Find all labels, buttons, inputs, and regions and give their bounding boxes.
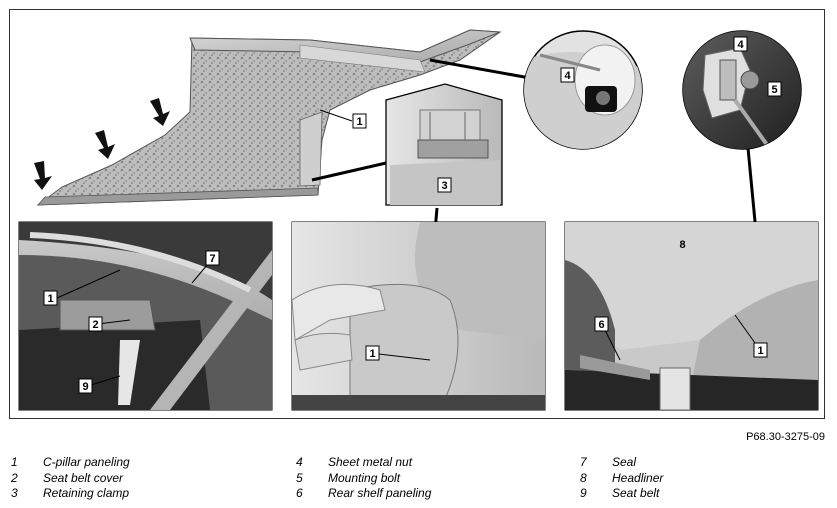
c-pillar-panel-drawing bbox=[36, 29, 502, 206]
callout-labels: 1 3 4 4 5 1 2 7 9 1 8 6 1 bbox=[47, 39, 777, 393]
photo-panel-seal-seat-belt bbox=[18, 221, 273, 411]
figure-id: P68.30-3275-09 bbox=[746, 431, 825, 443]
photo-panel-c-pillar-removal bbox=[291, 221, 546, 411]
callout-boxes bbox=[43, 36, 782, 394]
callout-9: 9 bbox=[82, 381, 88, 393]
detail-box-retaining-clamp bbox=[385, 83, 503, 206]
detail-circle-mounting-bolt bbox=[682, 30, 802, 150]
callout-4b: 4 bbox=[737, 39, 744, 51]
photo-panel-headliner-rear-shelf bbox=[564, 221, 819, 411]
arrow-icon-group bbox=[34, 98, 170, 190]
callout-2: 2 bbox=[92, 319, 98, 331]
callout-1b: 1 bbox=[47, 293, 53, 305]
detail-circle-sheet-metal-nut bbox=[523, 30, 643, 150]
callout-1c: 1 bbox=[369, 348, 375, 360]
arrow-icon bbox=[34, 161, 52, 190]
callout-1: 1 bbox=[356, 116, 362, 128]
callout-6: 6 bbox=[598, 319, 604, 331]
callout-8: 8 bbox=[679, 239, 685, 251]
callout-7: 7 bbox=[209, 253, 215, 265]
callout-4: 4 bbox=[564, 70, 571, 82]
callout-5: 5 bbox=[771, 84, 777, 96]
arrow-icon bbox=[95, 130, 115, 159]
callout-3: 3 bbox=[441, 180, 447, 192]
figure-illustration: 1 3 4 4 5 1 2 7 9 1 8 6 1 bbox=[18, 29, 819, 411]
arrow-icon bbox=[150, 98, 170, 126]
callout-1d: 1 bbox=[757, 345, 763, 357]
